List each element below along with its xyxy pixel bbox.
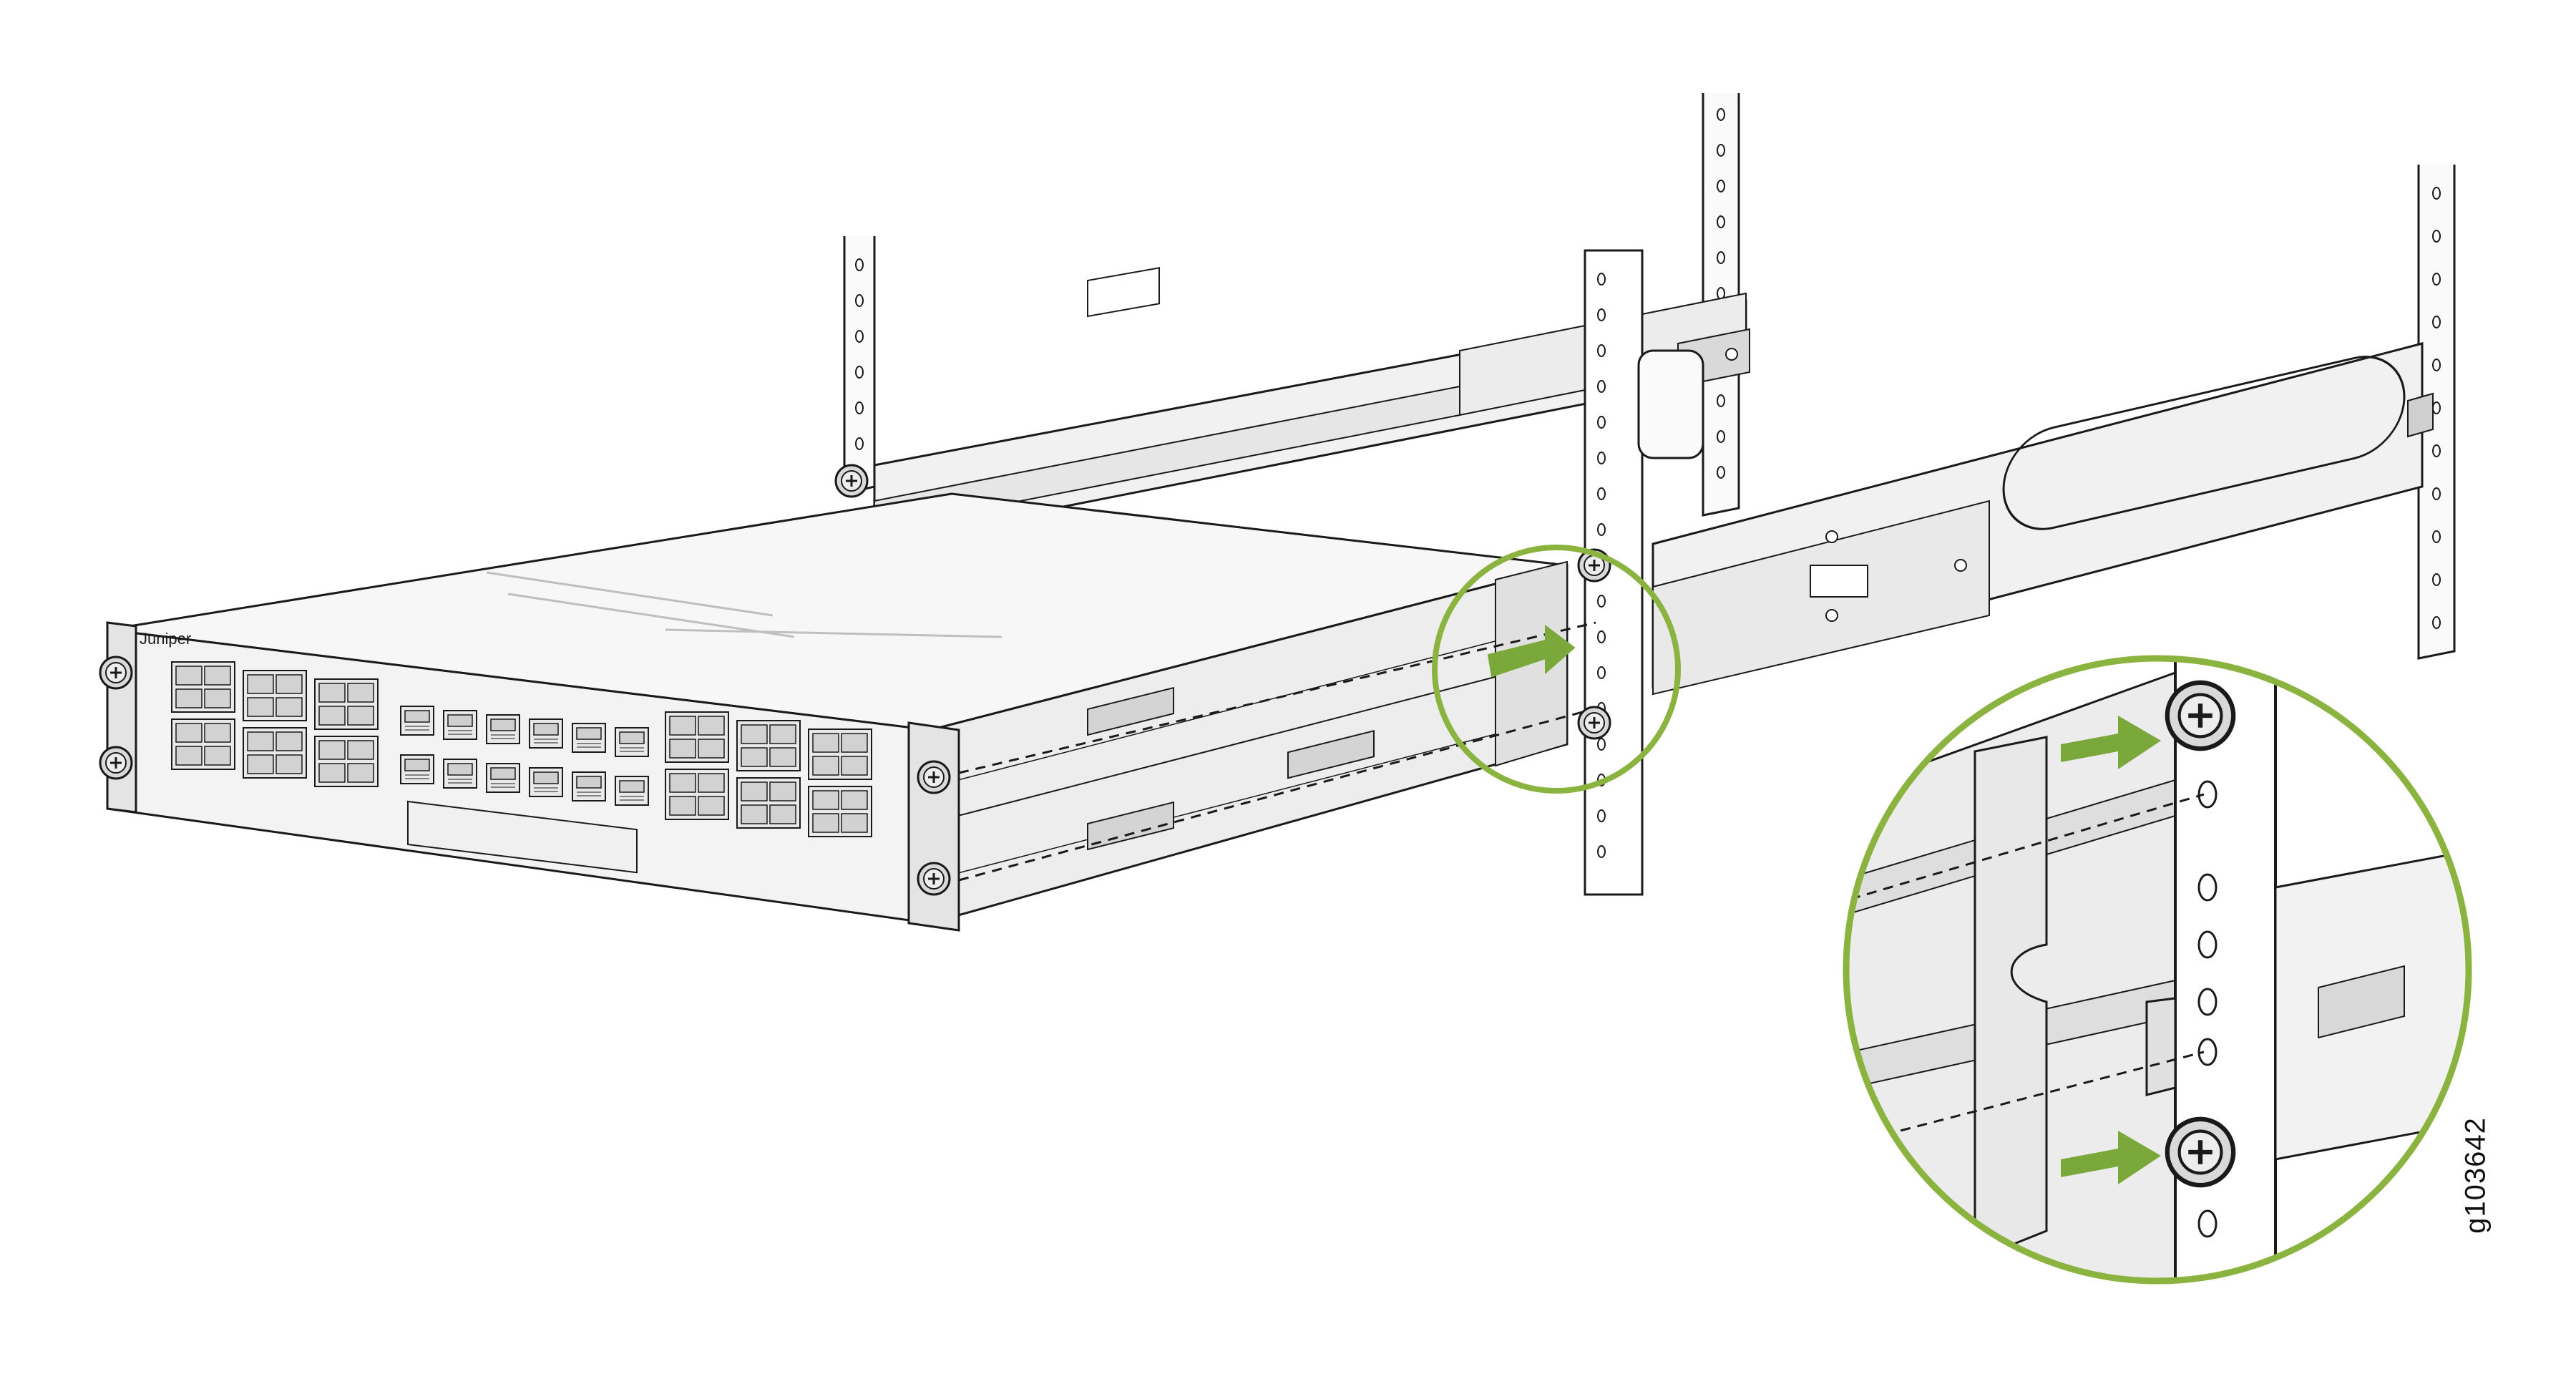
mounting-rail-lower [1652,342,2434,696]
arrow-icon [1487,625,1576,678]
mounting-rail-upper [873,267,1750,545]
top-cover-logo [486,571,1002,638]
screw-icon [834,464,869,498]
rack-ear-left [106,621,137,814]
management-panel [407,800,638,874]
screw-icon [917,760,951,794]
figure-id-text: g103642 [2459,1117,2492,1234]
screw-icon [2167,683,2233,749]
chassis: Juniper [99,464,1568,932]
screw-icon [99,656,133,690]
alignment-lines [958,621,1596,882]
screw-icon [1577,706,1611,740]
screw-icon [917,862,951,896]
front-brand-label: Juniper [140,630,191,648]
arrow-icon [2061,716,2161,769]
figure-id-label: g103642 [2459,1102,2492,1245]
zoom-callout [1843,655,2472,1285]
screw-icon [2167,1119,2233,1185]
zoom-indicator [1432,545,1681,794]
screw-icon [99,746,133,780]
rack-ear-right [907,721,960,932]
arrow-icon [2061,1131,2161,1184]
rack-post-rear-left [843,236,876,495]
